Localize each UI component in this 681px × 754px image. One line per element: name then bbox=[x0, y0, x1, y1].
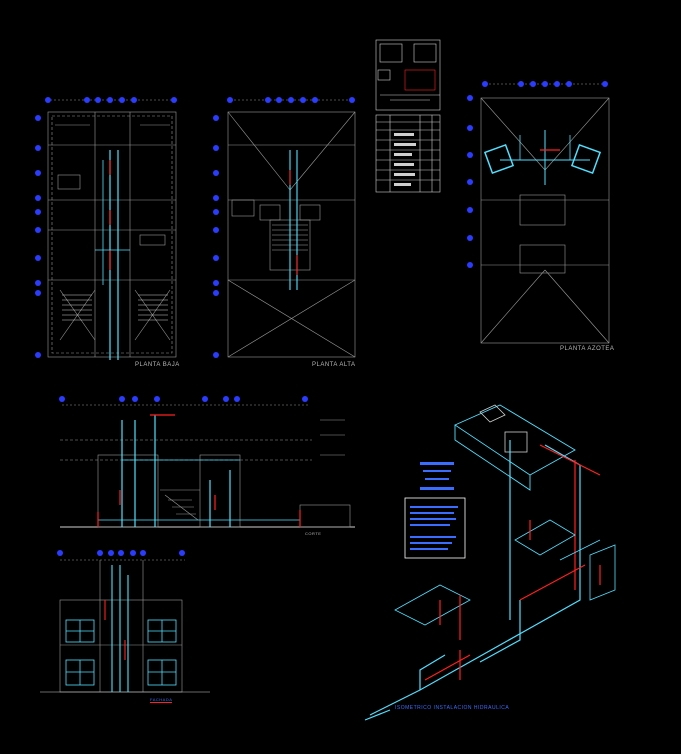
section-grid-bubbles bbox=[59, 396, 308, 402]
legend-table bbox=[375, 114, 441, 193]
upper-floor-grid-bubbles bbox=[213, 97, 355, 358]
upper-floor-title: PLANTA ALTA bbox=[312, 362, 356, 368]
roof-plan bbox=[480, 83, 610, 344]
facade-pipes bbox=[104, 565, 129, 692]
upper-floor-pipes bbox=[289, 150, 298, 290]
facade-grid-bubbles bbox=[57, 550, 185, 556]
isometric-hydraulic bbox=[364, 404, 616, 721]
ground-floor-grid-bubbles bbox=[35, 97, 177, 358]
section-pipes bbox=[97, 414, 301, 527]
facade-title: FACHADA bbox=[150, 697, 173, 703]
roof-grid-bubbles bbox=[467, 81, 608, 268]
upper-floor-plan bbox=[227, 99, 356, 358]
facade-windows bbox=[65, 619, 177, 686]
facade-drawing bbox=[40, 559, 210, 693]
ground-floor-plan bbox=[47, 99, 177, 358]
isometric-title: ISOMETRICO INSTALACION HIDRAULICA bbox=[395, 705, 510, 711]
roof-plan-title: PLANTA AZOTEA bbox=[560, 346, 615, 352]
detail-block bbox=[375, 39, 441, 111]
section-title: CORTE bbox=[305, 531, 322, 536]
roof-tanks bbox=[483, 130, 602, 185]
section-drawing bbox=[60, 404, 355, 528]
ground-floor-pipes bbox=[95, 150, 130, 360]
isometric-notes bbox=[404, 462, 466, 559]
ground-floor-title: PLANTA BAJA bbox=[135, 362, 180, 368]
